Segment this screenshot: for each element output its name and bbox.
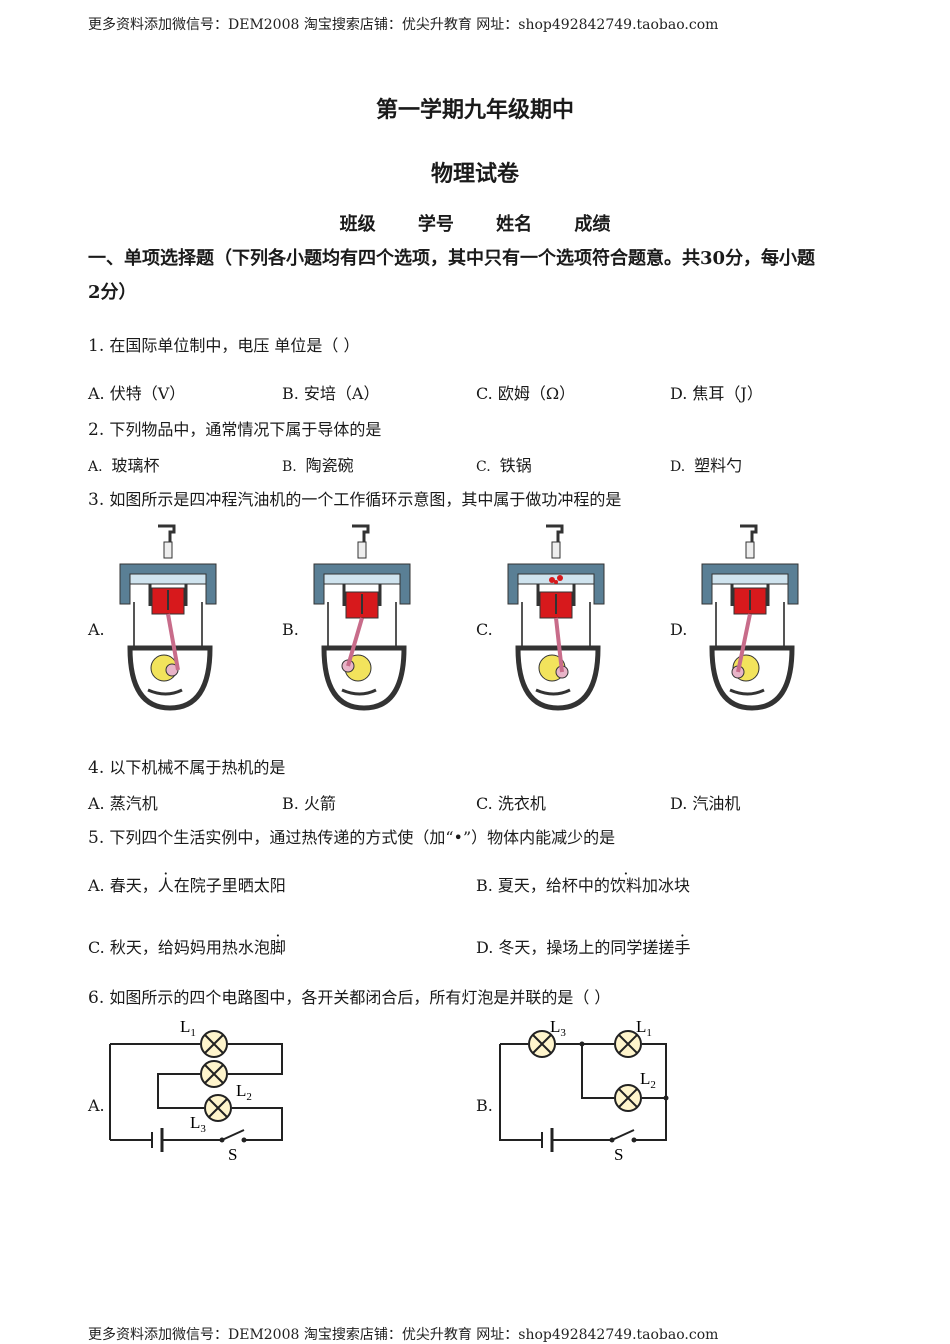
- q5-option-d: D. 冬天，操场上的同学搓搓手: [476, 934, 690, 958]
- engine-diagram-c: [507, 524, 605, 711]
- engine-diagram-a: [119, 524, 217, 711]
- q4-option-b: B. 火箭: [282, 794, 336, 813]
- question-1: 1. 在国际单位制中，电压 单位是（ ）: [88, 336, 360, 356]
- q2-option-b: B. 陶瓷碗: [282, 456, 354, 475]
- field-student-id: 学号: [417, 214, 454, 235]
- q5-option-b: B. 夏天，给杯中的饮料加冰块: [476, 872, 690, 896]
- lamp-l1-icon: [200, 1030, 228, 1058]
- q3-option-c: C.: [476, 620, 493, 639]
- circuit-diagram-a: L1 L2 L3 S: [109, 1017, 283, 1164]
- question-2: 2. 下列物品中，通常情况下属于导体的是: [88, 420, 382, 440]
- q4-option-c: C. 洗衣机: [476, 794, 546, 813]
- field-class: 班级: [339, 214, 376, 235]
- question-3: 3. 如图所示是四冲程汽油机的一个工作循环示意图，其中属于做功冲程的是: [88, 490, 622, 510]
- q1-option-d: D. 焦耳（J）: [670, 384, 763, 403]
- lamp-l1-icon: [614, 1030, 642, 1058]
- engine-diagram-d: [701, 524, 799, 711]
- q6-option-a: A.: [88, 1096, 105, 1115]
- q2-option-d: D. 塑料勺: [670, 456, 743, 475]
- engine-diagram-b: [313, 524, 411, 711]
- label-switch-b: S: [614, 1145, 623, 1164]
- label-l1: L1: [180, 1017, 196, 1039]
- label-l2: L2: [640, 1069, 656, 1091]
- student-info-fields: 班级 学号 姓名 成绩: [0, 210, 950, 236]
- q2-option-c: C. 铁锅: [476, 456, 532, 475]
- q6-option-b: B.: [476, 1096, 493, 1115]
- label-l3: L3: [550, 1017, 566, 1039]
- question-6: 6. 如图所示的四个电路图中，各开关都闭合后，所有灯泡是并联的是（ ）: [88, 988, 611, 1008]
- label-l3: L3: [190, 1113, 206, 1135]
- label-switch-a: S: [228, 1145, 237, 1164]
- lamp-l2-icon: [614, 1084, 642, 1112]
- label-l2: L2: [236, 1081, 252, 1103]
- section-1-heading: 一、单项选择题（下列各小题均有四个选项，其中只有一个选项符合题意。共30分，每小…: [88, 248, 816, 303]
- q2-option-a: A. 玻璃杯: [88, 456, 160, 475]
- q5-option-c: C. 秋天，给妈妈用热水泡脚: [88, 934, 286, 958]
- q4-option-d: D. 汽油机: [670, 794, 741, 813]
- engine-c-body: [507, 524, 605, 711]
- q1-option-c: C. 欧姆（Ω）: [476, 384, 576, 403]
- question-5: 5. 下列四个生活实例中，通过热传递的方式使（加“•”）物体内能减少的是: [88, 828, 616, 848]
- engine-d-body: [701, 524, 799, 711]
- page-title: 第一学期九年级期中: [375, 97, 574, 123]
- circuit-diagram-b: L3 L1 L2 S: [499, 1017, 669, 1164]
- question-4: 4. 以下机械不属于热机的是: [88, 758, 286, 778]
- q1-option-a: A. 伏特（V）: [88, 384, 186, 403]
- field-score: 成绩: [574, 214, 611, 235]
- q3-option-a: A.: [88, 620, 105, 639]
- field-name: 姓名: [496, 214, 533, 235]
- q3-option-d: D.: [670, 620, 688, 639]
- q3-option-b: B.: [282, 620, 299, 639]
- engine-a-body: [119, 524, 217, 711]
- lamp-l3-icon: [204, 1094, 232, 1122]
- q1-option-b: B. 安培（A）: [282, 384, 380, 403]
- page-subtitle: 物理试卷: [430, 161, 519, 187]
- q5-option-a: A. 春天，人在院子里晒太阳: [88, 872, 286, 896]
- label-l1: L1: [636, 1017, 652, 1039]
- lamp-l2-icon: [200, 1060, 228, 1088]
- lamp-l3-icon: [528, 1030, 556, 1058]
- q4-option-a: A. 蒸汽机: [88, 794, 158, 813]
- footer-banner: 更多资料添加微信号：DEM2008 淘宝搜索店铺：优尖升教育 网址：shop49…: [88, 1327, 719, 1343]
- header-banner: 更多资料添加微信号：DEM2008 淘宝搜索店铺：优尖升教育 网址：shop49…: [88, 17, 719, 33]
- engine-b-body: [313, 524, 411, 711]
